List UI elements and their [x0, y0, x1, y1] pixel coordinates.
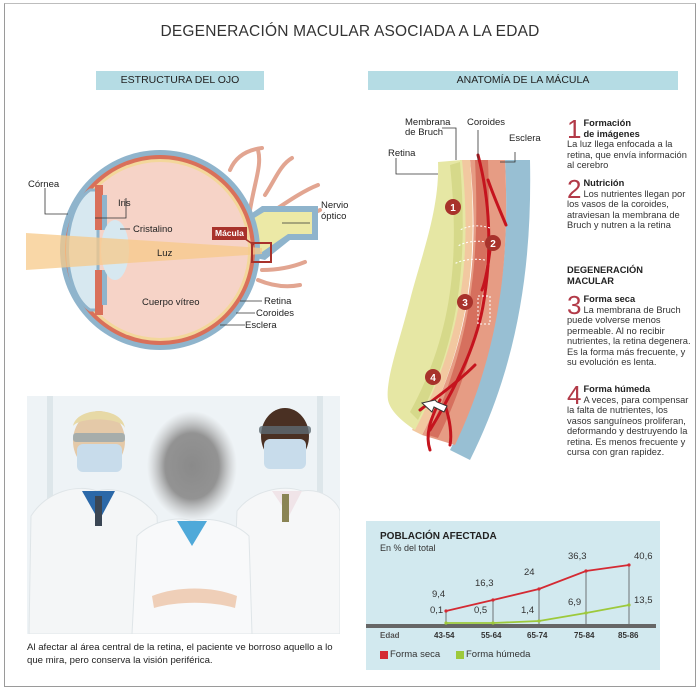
label-macula-sclera: Esclera [509, 133, 541, 144]
label-bruch-membrane-line1: Membrana [405, 117, 451, 128]
note-number: 3 [567, 290, 582, 320]
label-macula-choroid: Coroides [467, 117, 506, 128]
data-label-seca: 40,6 [634, 551, 653, 562]
axis-label-age: Edad [380, 631, 400, 640]
note-number: 2 [567, 174, 582, 204]
legend-label-wet: Forma húmeda [466, 649, 531, 660]
photo-caption: Al afectar al área central de la retina,… [27, 642, 333, 666]
degeneration-heading-line1: DEGENERACIÓN [567, 265, 643, 275]
svg-text:2: 2 [490, 239, 496, 250]
section-header-macula-anatomy: ANATOMÍA DE LA MÁCULA [368, 71, 678, 90]
legend-swatch-dry [380, 650, 388, 659]
chart-plot [366, 563, 656, 628]
note-heading: de imágenes [583, 128, 640, 139]
infographic-frame [4, 3, 696, 687]
svg-text:1: 1 [450, 203, 456, 214]
doctors-photo [27, 396, 340, 634]
label-light: Luz [157, 248, 173, 259]
label-macula-retina: Retina [388, 148, 416, 159]
label-cornea: Córnea [28, 179, 60, 190]
note-body: A veces, para compensar la falta de nutr… [567, 394, 689, 458]
data-label-humeda: 1,4 [521, 605, 535, 616]
note-number: 4 [567, 380, 582, 410]
label-retina: Retina [264, 296, 292, 307]
note-heading: Nutrición [583, 178, 625, 188]
data-label-seca: 9,4 [432, 589, 446, 600]
svg-text:3: 3 [462, 298, 468, 309]
svg-text:4: 4 [430, 373, 436, 384]
eye-diagram [26, 146, 322, 350]
data-label-seca: 24 [524, 567, 535, 578]
data-label-seca: 16,3 [475, 578, 494, 589]
label-sclera: Esclera [245, 320, 277, 331]
category-label: 43-54 [434, 631, 455, 640]
degeneration-heading-line2: MACULAR [567, 275, 614, 286]
note-wet-form: 4 Forma húmeda A veces, para compensar l… [567, 380, 692, 458]
data-label-seca: 36,3 [568, 551, 587, 562]
legend-swatch-wet [456, 650, 464, 659]
note-body: La luz llega enfocada a la retina, que e… [567, 139, 687, 170]
note-body: Los nutrientes llegan por los vasos de l… [567, 188, 686, 231]
note-nutrition: 2 Nutrición Los nutrientes llegan por lo… [567, 174, 692, 231]
category-label: 75-84 [574, 631, 595, 640]
label-optic-nerve-line2: óptico [321, 211, 347, 222]
label-bruch-membrane-line2: de Bruch [405, 127, 444, 138]
chart-title: POBLACIÓN AFECTADA [380, 531, 497, 542]
section-header-eye-structure: ESTRUCTURA DEL OJO [96, 71, 264, 90]
data-label-humeda: 0,5 [474, 605, 488, 616]
legend-label-dry: Forma seca [390, 649, 441, 660]
macula-diagram: 1 2 3 4 [387, 127, 531, 460]
degeneration-heading: DEGENERACIÓN MACULAR [567, 265, 643, 286]
category-label: 85-86 [618, 631, 639, 640]
photo-illustration [27, 396, 340, 634]
label-optic-nerve-line1: Nervio [321, 200, 349, 211]
data-label-humeda: 13,5 [634, 595, 653, 606]
note-heading: Formación [583, 118, 631, 128]
category-label: 65-74 [527, 631, 548, 640]
note-dry-form: 3 Forma seca La membrana de Bruch puede … [567, 290, 692, 368]
data-label-humeda: 0,1 [430, 605, 444, 616]
affected-population-chart: POBLACIÓN AFECTADA En % del total 9,4 16… [366, 521, 660, 670]
note-image-formation: 1 Formación de imágenes La luz llega enf… [567, 114, 692, 171]
label-vitreous-body: Cuerpo vítreo [142, 297, 200, 308]
legend-item-wet: Forma húmeda [456, 649, 530, 660]
note-heading: Forma húmeda [583, 384, 651, 394]
category-label: 55-64 [481, 631, 502, 640]
note-heading: Forma seca [583, 294, 636, 304]
label-iris: Iris [118, 198, 131, 209]
legend-item-dry: Forma seca [380, 649, 440, 660]
label-lens: Cristalino [133, 224, 173, 235]
label-choroid: Coroides [256, 308, 295, 319]
chart-subtitle: En % del total [380, 543, 436, 553]
data-label-humeda: 6,9 [568, 597, 582, 608]
label-macula: Mácula [212, 227, 247, 240]
note-number: 1 [567, 114, 582, 144]
page-title: DEGENERACIÓN MACULAR ASOCIADA A LA EDAD [160, 23, 540, 40]
note-body: La membrana de Bruch puede volverse meno… [567, 304, 691, 368]
